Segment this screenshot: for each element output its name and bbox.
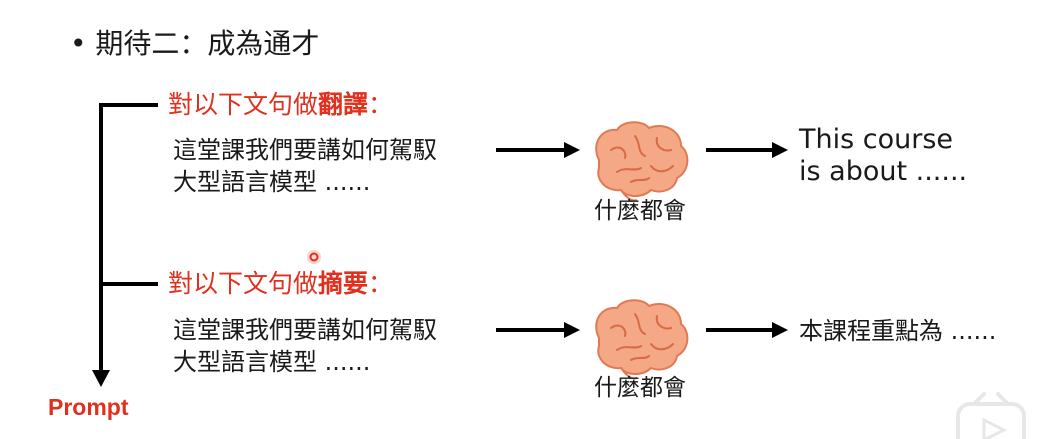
brain-label: 什麼都會: [594, 198, 686, 224]
arrow-right-icon: [706, 322, 788, 338]
arrow-right-icon: [496, 322, 580, 338]
task-suffix: ：: [368, 90, 394, 119]
task-prefix: 對以下文句做: [168, 90, 319, 119]
arrow-down-icon: [92, 370, 110, 387]
output-summary: 本課程重點為 ......: [799, 317, 997, 345]
input-text-line1: 這堂課我們要講如何駕馭: [173, 136, 437, 164]
brain-icon: [595, 299, 689, 380]
brain-icon: [595, 121, 689, 202]
task-summary-instruction: 對以下文句做摘要：: [168, 267, 393, 301]
slide-title: • 期待二：成為通才: [70, 27, 320, 60]
brain-label: 什麼都會: [594, 375, 686, 401]
input-text-line2: 大型語言模型 ......: [173, 168, 371, 196]
cursor-dot-icon: [307, 250, 321, 264]
output-translate-line1: This course: [799, 124, 954, 155]
prompt-label: Prompt: [48, 394, 129, 420]
output-translate-line2: is about ......: [799, 156, 968, 187]
arrow-right-icon: [496, 142, 580, 158]
task-keyword: 摘要: [318, 269, 369, 298]
watermark-logo-icon: [956, 392, 1026, 439]
input-text-line2: 大型語言模型 ......: [173, 348, 371, 376]
task-suffix: ：: [368, 269, 394, 298]
arrow-right-icon: [706, 142, 788, 158]
task-translate-instruction: 對以下文句做翻譯：: [168, 88, 393, 122]
task-keyword: 翻譯: [318, 90, 369, 119]
task-prefix: 對以下文句做: [168, 269, 319, 298]
input-text-line1: 這堂課我們要講如何駕馭: [173, 316, 437, 344]
